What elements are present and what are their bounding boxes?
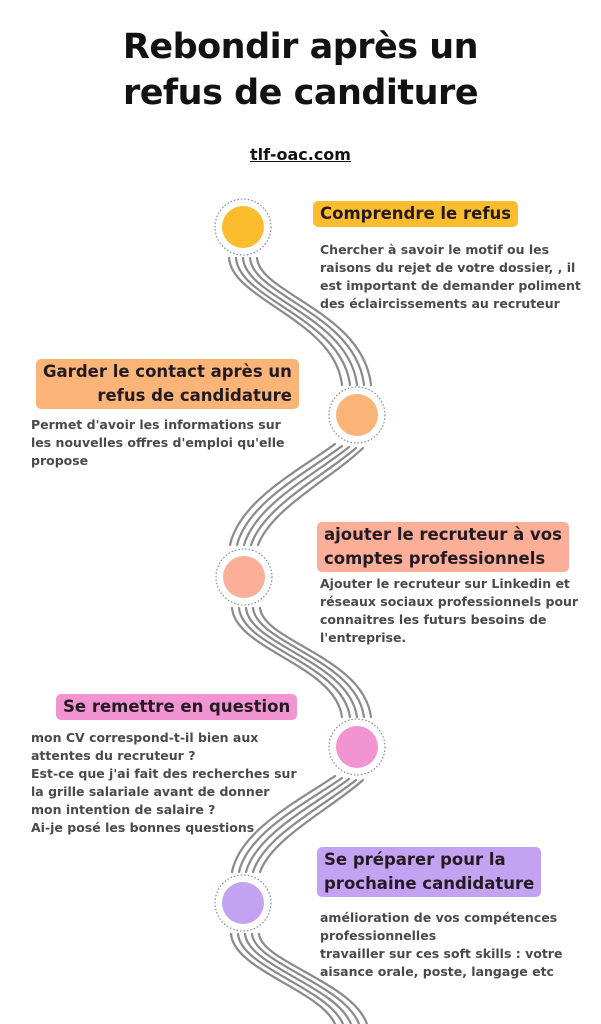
step-node-4 bbox=[328, 718, 386, 776]
page-title: Rebondir après un refus de canditure bbox=[0, 24, 601, 116]
title-line-2: refus de canditure bbox=[122, 73, 479, 113]
step-3-title: ajouter le recruteur à vos comptes profe… bbox=[317, 522, 569, 572]
step-5-description: amélioration de vos compétences professi… bbox=[320, 910, 563, 979]
step-5-title: Se préparer pour la prochaine candidatur… bbox=[317, 847, 542, 897]
step-4-title: Se remettre en question bbox=[56, 694, 298, 720]
step-2-description: Permet d'avoir les informations sur les … bbox=[31, 417, 285, 468]
title-line-1: Rebondir après un bbox=[122, 27, 479, 67]
step-3-description: Ajouter le recruteur sur Linkedin et rés… bbox=[320, 576, 579, 645]
path-segment-1 bbox=[227, 256, 373, 387]
step-node-2 bbox=[328, 386, 386, 444]
step-node-1 bbox=[214, 198, 272, 256]
path-segment-2 bbox=[228, 442, 365, 547]
site-link[interactable]: tlf-oac.com bbox=[250, 145, 351, 164]
step-2-title: Garder le contact après un refus de cand… bbox=[36, 359, 299, 409]
path-segment-3 bbox=[230, 606, 373, 719]
step-1-title: Comprendre le refus bbox=[313, 201, 519, 227]
step-node-5 bbox=[214, 874, 272, 932]
step-1-description: Chercher à savoir le motif ou les raison… bbox=[320, 242, 581, 311]
step-4-description: mon CV correspond-t-il bien aux attentes… bbox=[31, 730, 297, 835]
path-segment-5 bbox=[229, 932, 369, 1024]
step-node-3 bbox=[215, 548, 273, 606]
path-segment-4 bbox=[230, 774, 365, 874]
